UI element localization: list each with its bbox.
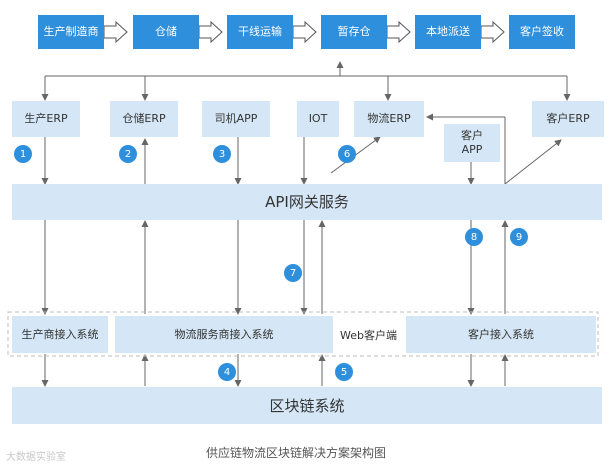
source-driver-app: 司机APP: [202, 101, 270, 137]
step-badge-8: 8: [465, 228, 483, 246]
source-iot: IOT: [297, 101, 339, 137]
step-badge-4: 4: [218, 363, 236, 381]
blockchain-system: 区块链系统: [12, 387, 602, 424]
logistics-provider-access-system: 物流服务商接入系统: [115, 316, 333, 353]
api-gateway: API网关服务: [12, 184, 602, 220]
customer-access-system: 客户接入系统: [406, 316, 596, 353]
step-badge-3: 3: [213, 145, 231, 163]
web-client-label: Web客户端: [340, 329, 397, 342]
flow-step-staging-warehouse: 暂存仓: [321, 15, 387, 49]
source-production-erp: 生产ERP: [12, 101, 80, 137]
step-badge-1: 1: [14, 145, 32, 163]
source-customer-app: 客户 APP: [444, 124, 500, 162]
flow-step-customer-signoff: 客户签收: [509, 15, 575, 49]
step-badge-6: 6: [338, 145, 356, 163]
source-logistics-erp: 物流ERP: [354, 101, 424, 137]
connectors: [41, 61, 571, 387]
step-badge-2: 2: [119, 145, 137, 163]
flow-step-local-delivery: 本地派送: [415, 15, 481, 49]
diagram-caption: 供应链物流区块链解决方案架构图: [206, 446, 387, 460]
flow-step-manufacturer: 生产制造商: [38, 15, 104, 49]
producer-access-system: 生产商接入系统: [12, 316, 108, 353]
step-badge-9: 9: [510, 228, 528, 246]
watermark: 大数据实验室: [6, 452, 66, 463]
flow-step-warehouse: 仓储: [133, 15, 199, 49]
source-customer-erp: 客户ERP: [532, 101, 604, 137]
flow-step-trunk-transport: 干线运输: [227, 15, 293, 49]
step-badge-7: 7: [284, 264, 302, 282]
source-warehouse-erp: 仓储ERP: [110, 101, 178, 137]
web-client-frame: [7, 311, 599, 357]
flow-arrows: [103, 20, 505, 44]
step-badge-5: 5: [335, 363, 353, 381]
